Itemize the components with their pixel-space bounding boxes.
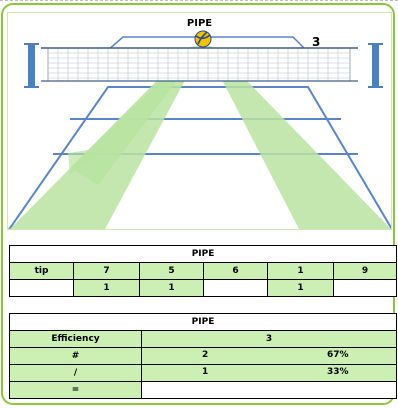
top-dashed-line bbox=[0, 0, 398, 1]
result-values bbox=[140, 381, 398, 399]
attack-cone-5 bbox=[9, 45, 204, 229]
count-cell: 1 bbox=[267, 279, 334, 297]
efficiency-row: Efficiency 3 bbox=[9, 330, 398, 348]
result-row: = bbox=[9, 381, 398, 399]
court-diagram: PIPE 3 bbox=[7, 12, 392, 230]
court-title: PIPE bbox=[186, 18, 213, 29]
right-pole-cap bbox=[368, 43, 383, 45]
efficiency-title: PIPE bbox=[8, 313, 398, 331]
result-percent: 67% bbox=[327, 350, 349, 360]
result-values: 2 67% bbox=[140, 347, 398, 365]
result-symbol: = bbox=[9, 381, 142, 399]
efficiency-value: 3 bbox=[140, 330, 398, 348]
header-cell: 7 bbox=[73, 262, 140, 280]
efficiency-table: PIPE Efficiency 3 # 2 67% / 1 33% = bbox=[8, 313, 398, 399]
distribution-title: PIPE bbox=[8, 245, 398, 263]
efficiency-label: Efficiency bbox=[9, 330, 142, 348]
volleyball-icon bbox=[194, 30, 212, 48]
header-cell: tip bbox=[9, 262, 74, 280]
count-cell: 1 bbox=[73, 279, 140, 297]
header-cell: 5 bbox=[139, 262, 204, 280]
count-cell bbox=[9, 279, 74, 297]
result-count: 1 bbox=[202, 367, 209, 377]
left-pole-base bbox=[24, 86, 39, 88]
result-values: 1 33% bbox=[140, 364, 398, 382]
attack-cone-1 bbox=[204, 45, 391, 229]
result-count: 2 bbox=[202, 350, 209, 360]
attack-cone-tip bbox=[68, 147, 108, 175]
result-row: / 1 33% bbox=[9, 364, 398, 382]
left-pole bbox=[28, 43, 35, 88]
distribution-table: PIPE tip 7 5 6 1 9 1 1 1 bbox=[8, 245, 398, 297]
header-cell: 6 bbox=[203, 262, 268, 280]
court-svg bbox=[8, 30, 391, 229]
header-cell: 9 bbox=[332, 262, 398, 280]
count-cell: 1 bbox=[139, 279, 204, 297]
distribution-header-row: tip 7 5 6 1 9 bbox=[9, 262, 398, 280]
header-cell: 1 bbox=[267, 262, 334, 280]
rotation-number: 3 bbox=[312, 35, 321, 49]
right-pole bbox=[372, 43, 379, 88]
right-pole-base bbox=[368, 86, 383, 88]
left-pole-cap bbox=[24, 43, 39, 45]
net-mesh bbox=[48, 48, 350, 81]
result-symbol: / bbox=[9, 364, 142, 382]
distribution-count-row: 1 1 1 bbox=[9, 279, 398, 297]
result-percent: 33% bbox=[327, 367, 349, 377]
count-cell bbox=[332, 279, 398, 297]
count-cell bbox=[203, 279, 268, 297]
net bbox=[47, 47, 351, 82]
result-row: # 2 67% bbox=[9, 347, 398, 365]
result-symbol: # bbox=[9, 347, 142, 365]
